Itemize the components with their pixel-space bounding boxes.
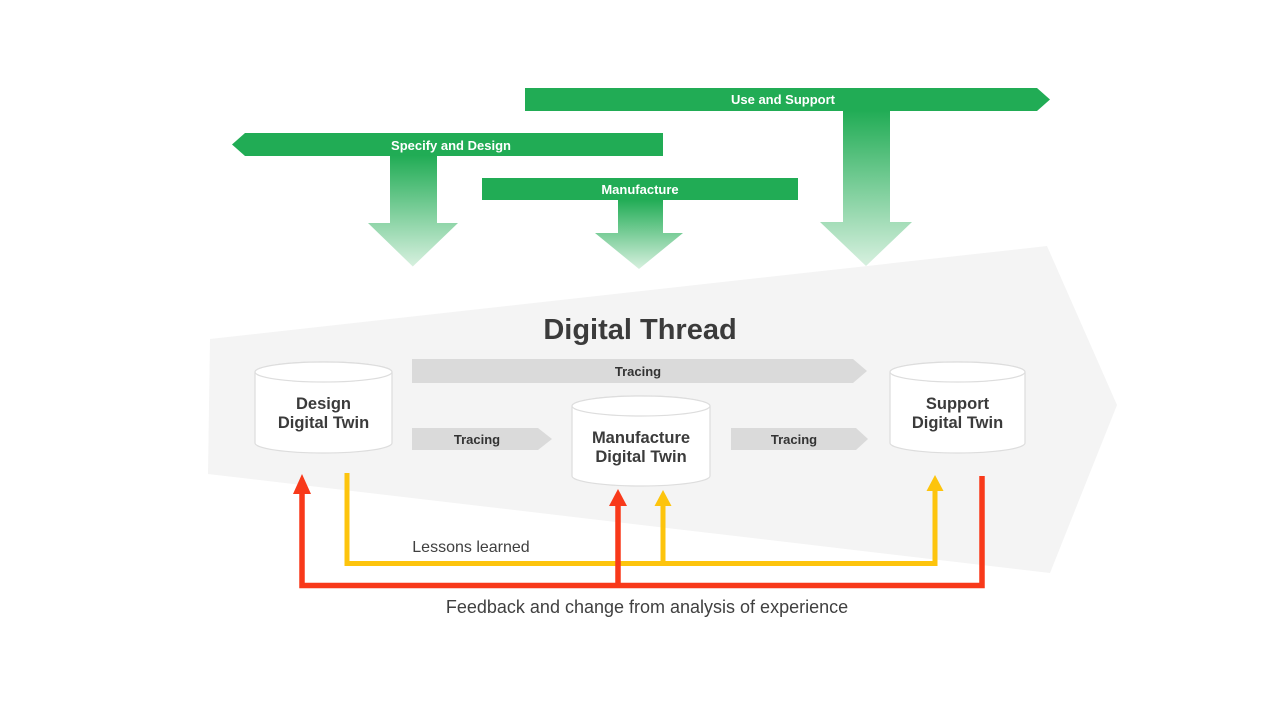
tracing-main-arrow	[412, 359, 867, 383]
digital-twin-cylinders: Design Digital Twin Manufacture Digital …	[254, 361, 1026, 487]
use-support-bar	[525, 88, 1050, 111]
support-cylinder-top	[889, 361, 1026, 383]
tracing-arrows: Tracing Tracing Tracing	[412, 359, 868, 450]
tracing-right-arrow	[731, 428, 868, 450]
lessons-line	[344, 473, 938, 566]
lessons-learned-loop	[344, 473, 944, 566]
lessons-arrowhead-manufacture	[654, 490, 672, 506]
specify-design-bar	[232, 133, 663, 156]
support-twin-label-line2: Digital Twin	[912, 414, 1003, 432]
use-support-label: Use and Support	[731, 92, 836, 107]
phase-bars: Specify and Design Manufacture Use and S…	[232, 88, 1050, 269]
digital-thread-title: Digital Thread	[543, 314, 736, 346]
manufacture-label: Manufacture	[601, 182, 678, 197]
tracing-right-label: Tracing	[771, 432, 817, 447]
design-digital-twin: Design Digital Twin	[254, 361, 393, 454]
feedback-loop	[293, 474, 985, 589]
support-twin-label-line1: Support	[926, 395, 990, 413]
feedback-caption: Feedback and change from analysis of exp…	[446, 597, 848, 617]
manufacture-digital-twin: Manufacture Digital Twin	[571, 395, 711, 487]
design-twin-label-line1: Design	[296, 395, 351, 413]
lessons-arrowhead-support	[926, 475, 944, 491]
lessons-learned-caption: Lessons learned	[412, 539, 529, 556]
tracing-left-arrow	[412, 428, 552, 450]
feedback-line	[299, 476, 985, 589]
specify-design-down-arrow	[368, 155, 458, 267]
tracing-main-label: Tracing	[615, 364, 661, 379]
specify-design-label: Specify and Design	[391, 138, 511, 153]
manufacture-twin-label-line1: Manufacture	[592, 429, 690, 447]
support-digital-twin: Support Digital Twin	[889, 361, 1026, 454]
manufacture-bar	[482, 178, 798, 200]
manufacture-twin-label-line2: Digital Twin	[595, 448, 686, 466]
manufacture-cylinder-top	[571, 395, 711, 417]
use-support-down-arrow	[820, 110, 912, 266]
tracing-left-label: Tracing	[454, 432, 500, 447]
design-twin-label-line2: Digital Twin	[278, 414, 369, 432]
feedback-arrowhead-design	[293, 474, 311, 494]
feedback-arrowhead-manufacture	[609, 489, 627, 506]
design-cylinder-top	[254, 361, 393, 383]
manufacture-down-arrow	[595, 199, 683, 269]
